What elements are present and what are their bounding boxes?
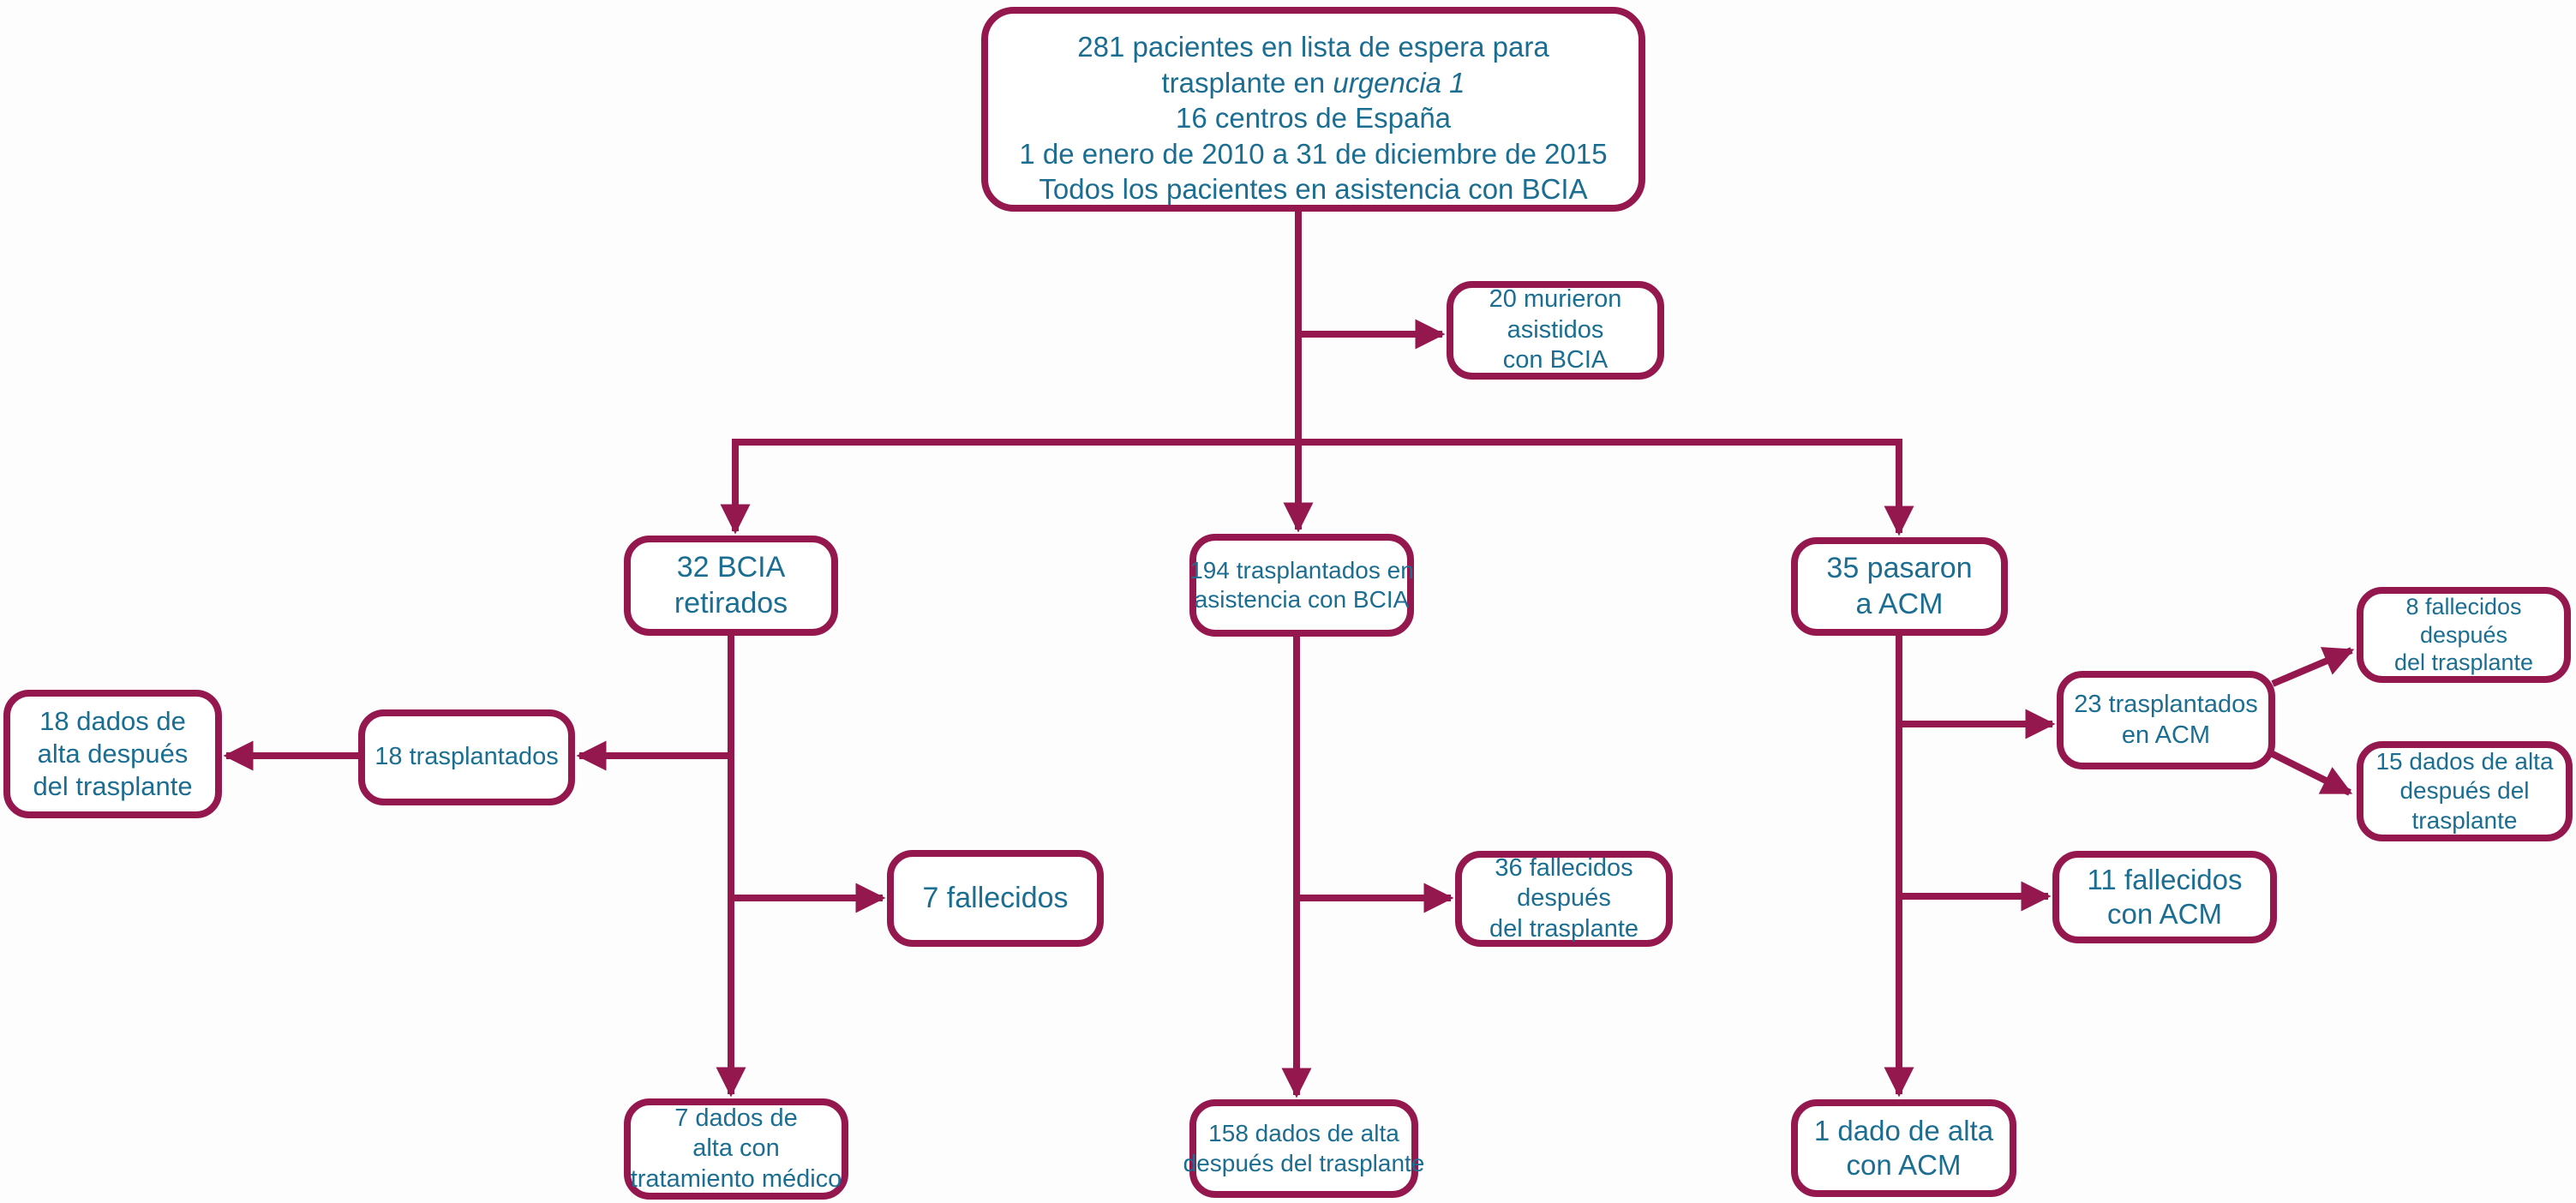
- node-alta-18: 18 dados de alta después del trasplante: [3, 690, 222, 818]
- node-line: tratamiento médico: [630, 1164, 842, 1193]
- node-line: después: [2419, 621, 2508, 648]
- italic-urgencia: urgencia 1: [1333, 66, 1465, 99]
- node-line: asistencia con BCIA: [1194, 586, 1410, 613]
- node-line: del trasplante: [1489, 914, 1639, 943]
- node-pasaron-acm: 35 pasaron a ACM: [1791, 537, 2008, 636]
- node-line: 281 pacientes en lista de espera para: [1077, 31, 1549, 63]
- node-line: 7 dados de: [674, 1104, 798, 1132]
- node-fallecidos-7: 7 fallecidos: [887, 850, 1104, 947]
- node-line: con ACM: [2107, 898, 2222, 930]
- node-line: 194 trasplantados en: [1189, 556, 1414, 584]
- node-line: 1 de enero de 2010 a 31 de diciembre de …: [1019, 137, 1608, 170]
- node-line: 32 BCIA: [676, 551, 786, 584]
- node-line: del trasplante: [33, 770, 193, 801]
- node-line: 15 dados de alta: [2375, 748, 2554, 775]
- node-line: del trasplante: [2393, 649, 2534, 676]
- node-line: 36 fallecidos: [1495, 853, 1633, 882]
- node-fallecidos-8: 8 fallecidos después del trasplante: [2357, 587, 2571, 683]
- node-line: alta con: [692, 1134, 780, 1163]
- node-line: con BCIA: [1502, 346, 1609, 374]
- node-alta-7: 7 dados de alta con tratamiento médico: [624, 1098, 848, 1200]
- node-line: 35 pasaron: [1826, 552, 1973, 585]
- node-line: después: [1517, 884, 1611, 913]
- node-line: 18 trasplantados: [374, 743, 559, 771]
- node-line: en ACM: [2121, 721, 2211, 749]
- node-line: 23 trasplantados: [2074, 691, 2258, 719]
- connector-to-fallecidos-8: [2271, 647, 2355, 687]
- node-alta-158: 158 dados de alta después del trasplante: [1183, 1099, 1424, 1198]
- node-line: asistidos: [1507, 315, 1604, 344]
- node-line: Todos los pacientes en asistencia con BC…: [1039, 173, 1588, 206]
- node-line: trasplante en urgencia 1: [1161, 66, 1465, 99]
- node-died-bcia: 20 murieron asistidos con BCIA: [1447, 281, 1664, 380]
- node-line: 158 dados de alta: [1208, 1120, 1399, 1147]
- node-alta-1: 1 dado de alta con ACM: [1791, 1099, 2016, 1197]
- node-alta-15: 15 dados de alta después del trasplante: [2357, 741, 2573, 841]
- node-trasplantados-bcia: 194 trasplantados en asistencia con BCIA: [1189, 534, 1414, 637]
- node-line: retirados: [674, 586, 788, 619]
- node-line: alta después: [37, 739, 189, 769]
- node-line: a ACM: [1855, 587, 1944, 620]
- node-trasplantados-23: 23 trasplantados en ACM: [2057, 671, 2275, 769]
- node-line: con ACM: [1846, 1149, 1962, 1181]
- node-line: 1 dado de alta: [1813, 1114, 1994, 1146]
- node-line: 11 fallecidos: [2087, 863, 2243, 895]
- node-line: 16 centros de España: [1175, 102, 1452, 135]
- node-line: trasplante: [2411, 806, 2518, 834]
- node-line: 7 fallecidos: [922, 881, 1069, 914]
- node-line: 8 fallecidos: [2405, 593, 2522, 619]
- connector-to-alta-15: [2271, 751, 2353, 796]
- node-fallecidos-11: 11 fallecidos con ACM: [2052, 851, 2277, 943]
- node-bcia-retirados: 32 BCIA retirados: [624, 536, 838, 636]
- node-fallecidos-36: 36 fallecidos después del trasplante: [1455, 851, 1673, 947]
- node-line: después del trasplante: [1183, 1149, 1425, 1176]
- node-waitlist: 281 pacientes en lista de espera para tr…: [981, 7, 1645, 212]
- node-line: 18 dados de: [39, 706, 186, 737]
- node-trasplantados-18: 18 trasplantados: [358, 709, 575, 805]
- node-line: después del: [2399, 777, 2530, 805]
- node-line: 20 murieron: [1489, 285, 1622, 314]
